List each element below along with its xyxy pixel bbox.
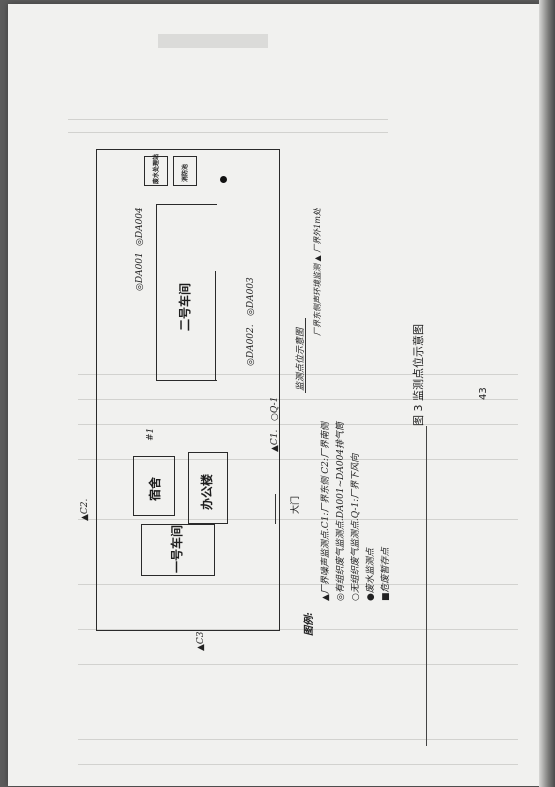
point-c2: ▲C2. [80, 498, 90, 521]
site-plan-figure: 一号车间 宿舍 #1 办公楼 大门 二号车间 ◎DA001 ◎DA004 ◎DA… [8, 4, 542, 786]
document-page: 一号车间 宿舍 #1 办公楼 大门 二号车间 ◎DA001 ◎DA004 ◎DA… [8, 4, 542, 786]
point-da001: ◎DA001 [135, 252, 145, 291]
dormitory-label: 宿舍 [148, 476, 162, 501]
legend-line-1: ▲厂界噪声监测点.C1:厂界东侧 C2:厂界南侧 [321, 422, 331, 601]
workshop-2-label: 二号车间 [178, 282, 192, 331]
dormitory-marker: #1 [146, 427, 156, 441]
point-c1: ▲C1. [270, 429, 280, 452]
wastewater-point-dot [220, 176, 227, 183]
figure-caption: 图 3 监测点位示意图 [412, 324, 425, 426]
workshop-1-label: 一号车间 [170, 524, 184, 573]
legend-line-top: 厂界东侧声环境监测 ▲ 厂界外1m处 [313, 208, 322, 336]
point-c3: ▲C3 [196, 631, 206, 651]
legend-line-4: ●废水监测点 [366, 548, 376, 601]
page-number: 43 [478, 387, 489, 400]
legend-line-3: ◎有组织废气监测点.DA001~DA004排气筒 [336, 421, 346, 601]
gate-label: 大门 [291, 495, 301, 514]
point-oq1: ○Q-1 [270, 396, 280, 421]
legend-title: 图例: [304, 612, 315, 636]
scan-edge-shadow [539, 0, 555, 787]
legend-line-2: ○无组织废气监测点.Q-1:厂界下风向 [351, 453, 361, 601]
fire-pool-label: 消防池 [182, 163, 189, 182]
office-building-label: 办公楼 [200, 473, 214, 510]
rotated-figure-area: 一号车间 宿舍 #1 办公楼 大门 二号车间 ◎DA001 ◎DA004 ◎DA… [8, 4, 542, 786]
legend-line-5: ■危废暂存点 [381, 547, 391, 601]
point-da002: ◎DA002. [246, 324, 256, 366]
point-da003: ◎DA003 [246, 277, 256, 316]
wastewater-station-label: 废水处理站 [153, 153, 160, 184]
workshop-2-lower [215, 271, 216, 381]
point-da004: ◎DA004 [135, 207, 145, 246]
